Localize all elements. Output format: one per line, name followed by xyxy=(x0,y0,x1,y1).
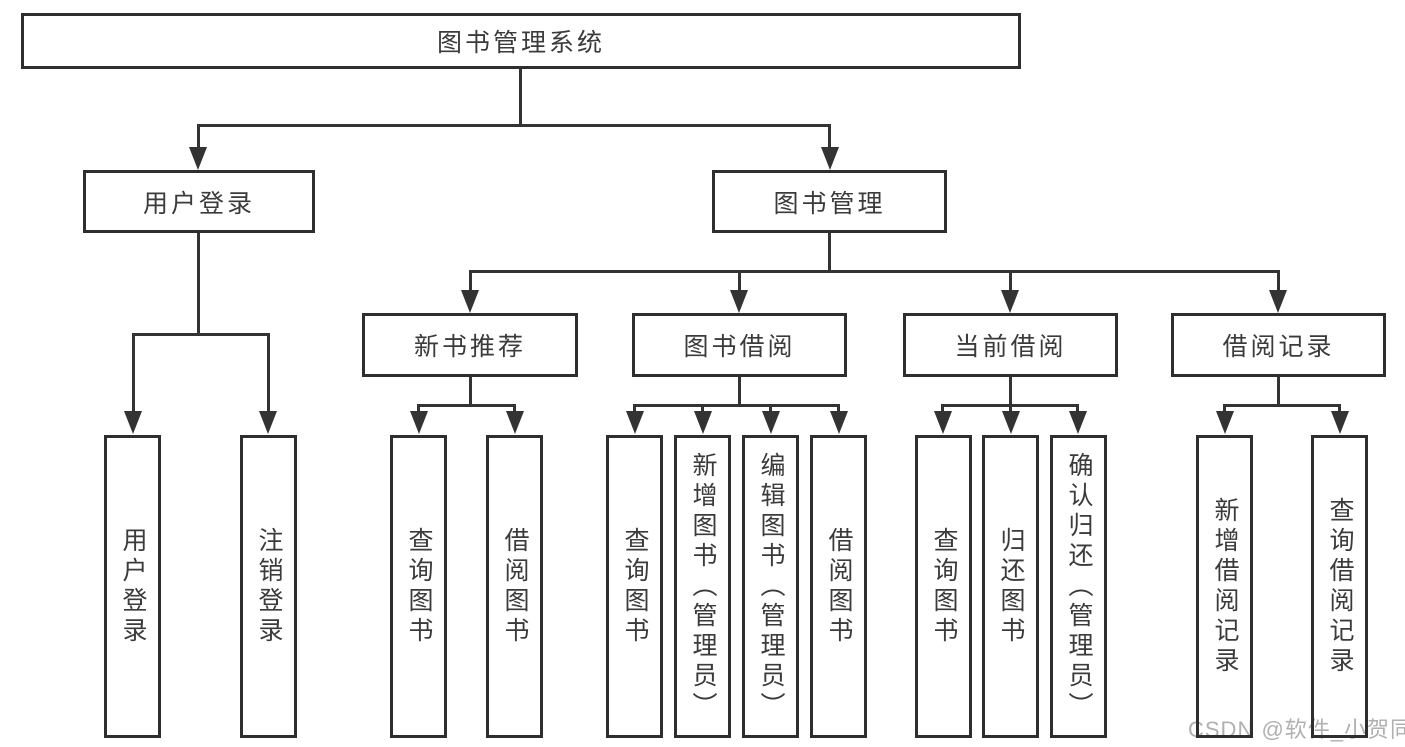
node-user-login-label: 用户登录 xyxy=(142,189,255,218)
leaf-cb-return-book-label: 归还图书 xyxy=(997,526,1025,647)
connector-borrow-records-stem xyxy=(1277,377,1280,407)
arrowhead-bb-add xyxy=(694,411,712,434)
leaf-bb-borrow-books: 借阅图书 xyxy=(810,435,867,738)
arrowhead-leaf-logout xyxy=(259,411,277,434)
arrowhead-cb-confirm xyxy=(1069,411,1087,434)
connector-drop-current-borrow xyxy=(1009,270,1012,292)
leaf-bb-add-book-admin: 新增图书（管理员） xyxy=(674,435,731,738)
leaf-cb-confirm-return-admin-label: 确认归还（管理员） xyxy=(1065,451,1093,722)
connector-drop-nb-query xyxy=(417,404,420,414)
arrowhead-borrow-records xyxy=(1269,290,1287,313)
arrowhead-current-borrow xyxy=(1001,290,1019,313)
connector-book-borrow-stem xyxy=(738,377,741,407)
node-current-borrow-label: 当前借阅 xyxy=(954,333,1067,361)
connector-drop-book-borrow xyxy=(738,270,741,292)
arrowhead-nb-query xyxy=(410,411,428,434)
connector-user-login-stem xyxy=(197,233,200,336)
connector-level2-rail xyxy=(469,270,1280,273)
leaf-bb-edit-book-admin: 编辑图书（管理员） xyxy=(742,435,799,738)
arrowhead-book-borrow xyxy=(730,290,748,313)
connector-drop-bb-query xyxy=(633,404,636,414)
leaf-nb-borrow-books-label: 借阅图书 xyxy=(501,526,529,647)
connector-level1-rail xyxy=(197,124,830,127)
connector-drop-cb-confirm xyxy=(1076,404,1079,414)
connector-drop-bb-borrow xyxy=(837,404,840,414)
leaf-logout: 注销登录 xyxy=(240,435,297,738)
connector-book-borrow-rail xyxy=(633,404,840,407)
arrowhead-book-mgmt xyxy=(821,147,839,170)
leaf-cb-return-book: 归还图书 xyxy=(982,435,1039,738)
leaf-user-login: 用户登录 xyxy=(104,435,161,738)
leaf-bb-edit-book-admin-label: 编辑图书（管理员） xyxy=(757,451,785,722)
connector-drop-bb-edit xyxy=(769,404,772,414)
leaf-bb-query-books-label: 查询图书 xyxy=(621,526,649,647)
connector-new-book-stem xyxy=(469,377,472,407)
csdn-watermark: CSDN @软件_小贺同学 xyxy=(1188,717,1405,742)
arrowhead-cb-return xyxy=(1002,411,1020,434)
connector-drop-new-book xyxy=(469,270,472,292)
node-borrow-records: 借阅记录 xyxy=(1171,313,1386,377)
arrowhead-user-login xyxy=(189,147,207,170)
leaf-br-add-record: 新增借阅记录 xyxy=(1196,435,1253,738)
connector-root-stem xyxy=(519,69,522,126)
leaf-br-add-record-label: 新增借阅记录 xyxy=(1211,496,1239,677)
arrowhead-cb-query xyxy=(934,411,952,434)
node-user-login: 用户登录 xyxy=(83,170,315,233)
arrowhead-bb-edit xyxy=(762,411,780,434)
arrowhead-br-add xyxy=(1216,411,1234,434)
leaf-nb-query-books: 查询图书 xyxy=(390,435,447,738)
arrowhead-nb-borrow xyxy=(506,411,524,434)
leaf-cb-confirm-return-admin: 确认归还（管理员） xyxy=(1050,435,1107,738)
connector-drop-br-add xyxy=(1223,404,1226,414)
connector-drop-cb-return xyxy=(1009,404,1012,414)
connector-drop-book-mgmt xyxy=(828,124,831,150)
connector-drop-leaf-user-login xyxy=(132,333,135,411)
connector-drop-cb-query xyxy=(941,404,944,414)
leaf-nb-borrow-books: 借阅图书 xyxy=(486,435,543,738)
node-library-system-label: 图书管理系统 xyxy=(436,29,605,57)
connector-drop-user-login xyxy=(197,124,200,150)
arrowhead-leaf-user-login xyxy=(124,411,142,434)
node-new-book-recommend-label: 新书推荐 xyxy=(413,333,526,361)
connector-borrow-records-rail xyxy=(1223,404,1341,407)
node-book-borrow-label: 图书借阅 xyxy=(683,333,796,361)
arrowhead-bb-query xyxy=(626,411,644,434)
arrowhead-br-query xyxy=(1331,411,1349,434)
leaf-bb-borrow-books-label: 借阅图书 xyxy=(825,526,853,647)
node-current-borrow: 当前借阅 xyxy=(903,313,1118,377)
leaf-bb-query-books: 查询图书 xyxy=(606,435,663,738)
leaf-logout-label: 注销登录 xyxy=(255,526,283,647)
connector-user-login-rail xyxy=(132,333,270,336)
connector-current-borrow-stem xyxy=(1009,377,1012,407)
connector-drop-borrow-records xyxy=(1277,270,1280,292)
connector-drop-nb-borrow xyxy=(513,404,516,414)
node-borrow-records-label: 借阅记录 xyxy=(1222,333,1335,361)
arrowhead-new-book xyxy=(461,290,479,313)
leaf-bb-add-book-admin-label: 新增图书（管理员） xyxy=(689,451,717,722)
connector-new-book-rail xyxy=(417,404,516,407)
connector-book-mgmt-stem xyxy=(828,233,831,273)
node-book-management-label: 图书管理 xyxy=(773,189,886,218)
leaf-br-query-record-label: 查询借阅记录 xyxy=(1326,496,1354,677)
connector-drop-leaf-logout xyxy=(267,333,270,411)
node-new-book-recommend: 新书推荐 xyxy=(362,313,578,377)
leaf-user-login-label: 用户登录 xyxy=(119,526,147,647)
leaf-cb-query-books: 查询图书 xyxy=(915,435,972,738)
node-book-borrow: 图书借阅 xyxy=(632,313,847,377)
node-library-system: 图书管理系统 xyxy=(21,13,1021,69)
leaf-br-query-record: 查询借阅记录 xyxy=(1311,435,1368,738)
node-book-management: 图书管理 xyxy=(712,170,947,233)
arrowhead-bb-borrow xyxy=(830,411,848,434)
leaf-nb-query-books-label: 查询图书 xyxy=(405,526,433,647)
connector-drop-bb-add xyxy=(701,404,704,414)
connector-drop-br-query xyxy=(1338,404,1341,414)
leaf-cb-query-books-label: 查询图书 xyxy=(930,526,958,647)
